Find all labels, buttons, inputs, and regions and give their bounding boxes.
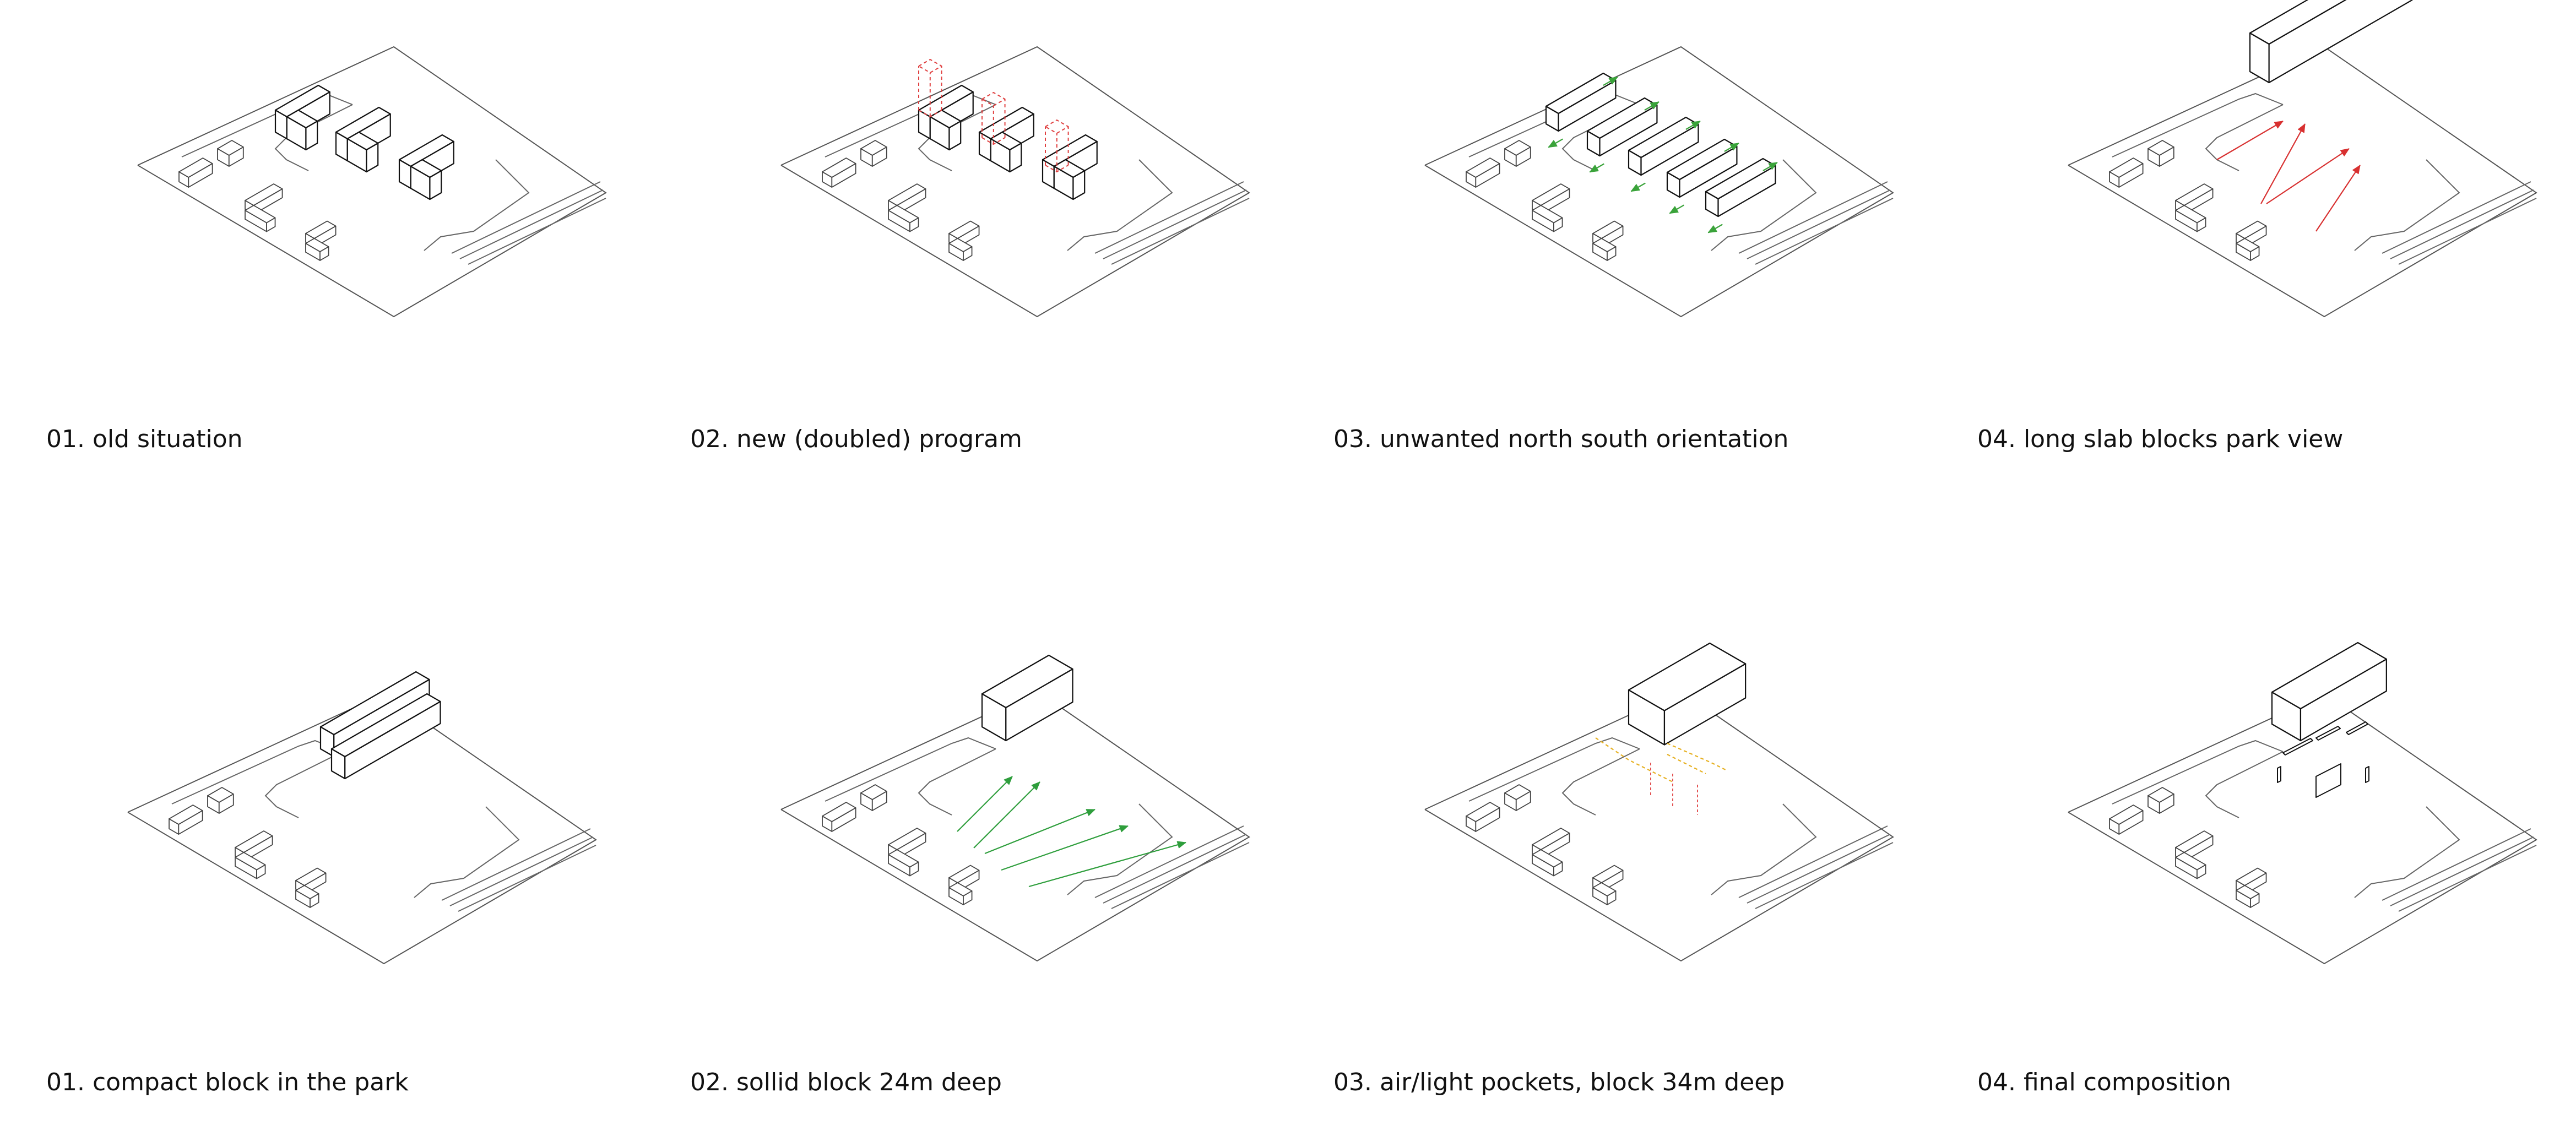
orientation-arrow-down-4 bbox=[1707, 224, 1723, 233]
park-view-arrow-3 bbox=[984, 808, 1096, 855]
orientation-arrow-up-0 bbox=[1603, 77, 1618, 86]
orientation-arrow-down-3 bbox=[1669, 204, 1684, 214]
caption-north-south-orientation: 03. unwanted north south orientation bbox=[1333, 425, 1789, 453]
caption-final-composition: 04. final composition bbox=[1977, 1068, 2231, 1096]
blocked-view-arrow-1 bbox=[2216, 121, 2284, 160]
orientation-arrow-up-1 bbox=[1644, 101, 1660, 111]
diagram-compact-block bbox=[127, 671, 597, 965]
orientation-arrow-down-1 bbox=[1589, 163, 1604, 173]
blocked-view-arrow-2 bbox=[2260, 123, 2306, 204]
blocked-view-arrow-4 bbox=[2315, 165, 2361, 232]
diagram-solid-block bbox=[780, 654, 1250, 962]
diagram-old-situation bbox=[137, 46, 607, 318]
caption-solid-block: 02. sollid block 24m deep bbox=[690, 1068, 1002, 1096]
diagram-air-light-pockets bbox=[1424, 642, 1894, 962]
blocked-view-arrow-3 bbox=[2266, 148, 2350, 204]
diagram-new-program bbox=[780, 46, 1250, 318]
orientation-arrow-up-4 bbox=[1762, 162, 1778, 171]
orientation-arrow-up-3 bbox=[1724, 143, 1739, 152]
orientation-arrow-down-2 bbox=[1630, 182, 1646, 192]
park-view-arrow-1 bbox=[957, 776, 1013, 832]
park-view-arrow-2 bbox=[973, 781, 1040, 849]
caption-new-program: 02. new (doubled) program bbox=[690, 425, 1022, 453]
diagram-final-composition bbox=[2068, 642, 2537, 965]
park-view-arrow-4 bbox=[1001, 825, 1129, 871]
diagram-north-south bbox=[1424, 46, 1894, 318]
park-view-arrow-5 bbox=[1028, 841, 1186, 888]
caption-compact-block: 01. compact block in the park bbox=[46, 1068, 409, 1096]
orientation-arrow-down-0 bbox=[1548, 138, 1563, 148]
caption-old-situation: 01. old situation bbox=[46, 425, 243, 453]
caption-long-slab: 04. long slab blocks park view bbox=[1977, 425, 2344, 453]
caption-air-light-pockets: 03. air/light pockets, block 34m deep bbox=[1333, 1068, 1785, 1096]
diagram-long-slab bbox=[2068, 0, 2537, 318]
orientation-arrow-up-2 bbox=[1685, 121, 1701, 130]
